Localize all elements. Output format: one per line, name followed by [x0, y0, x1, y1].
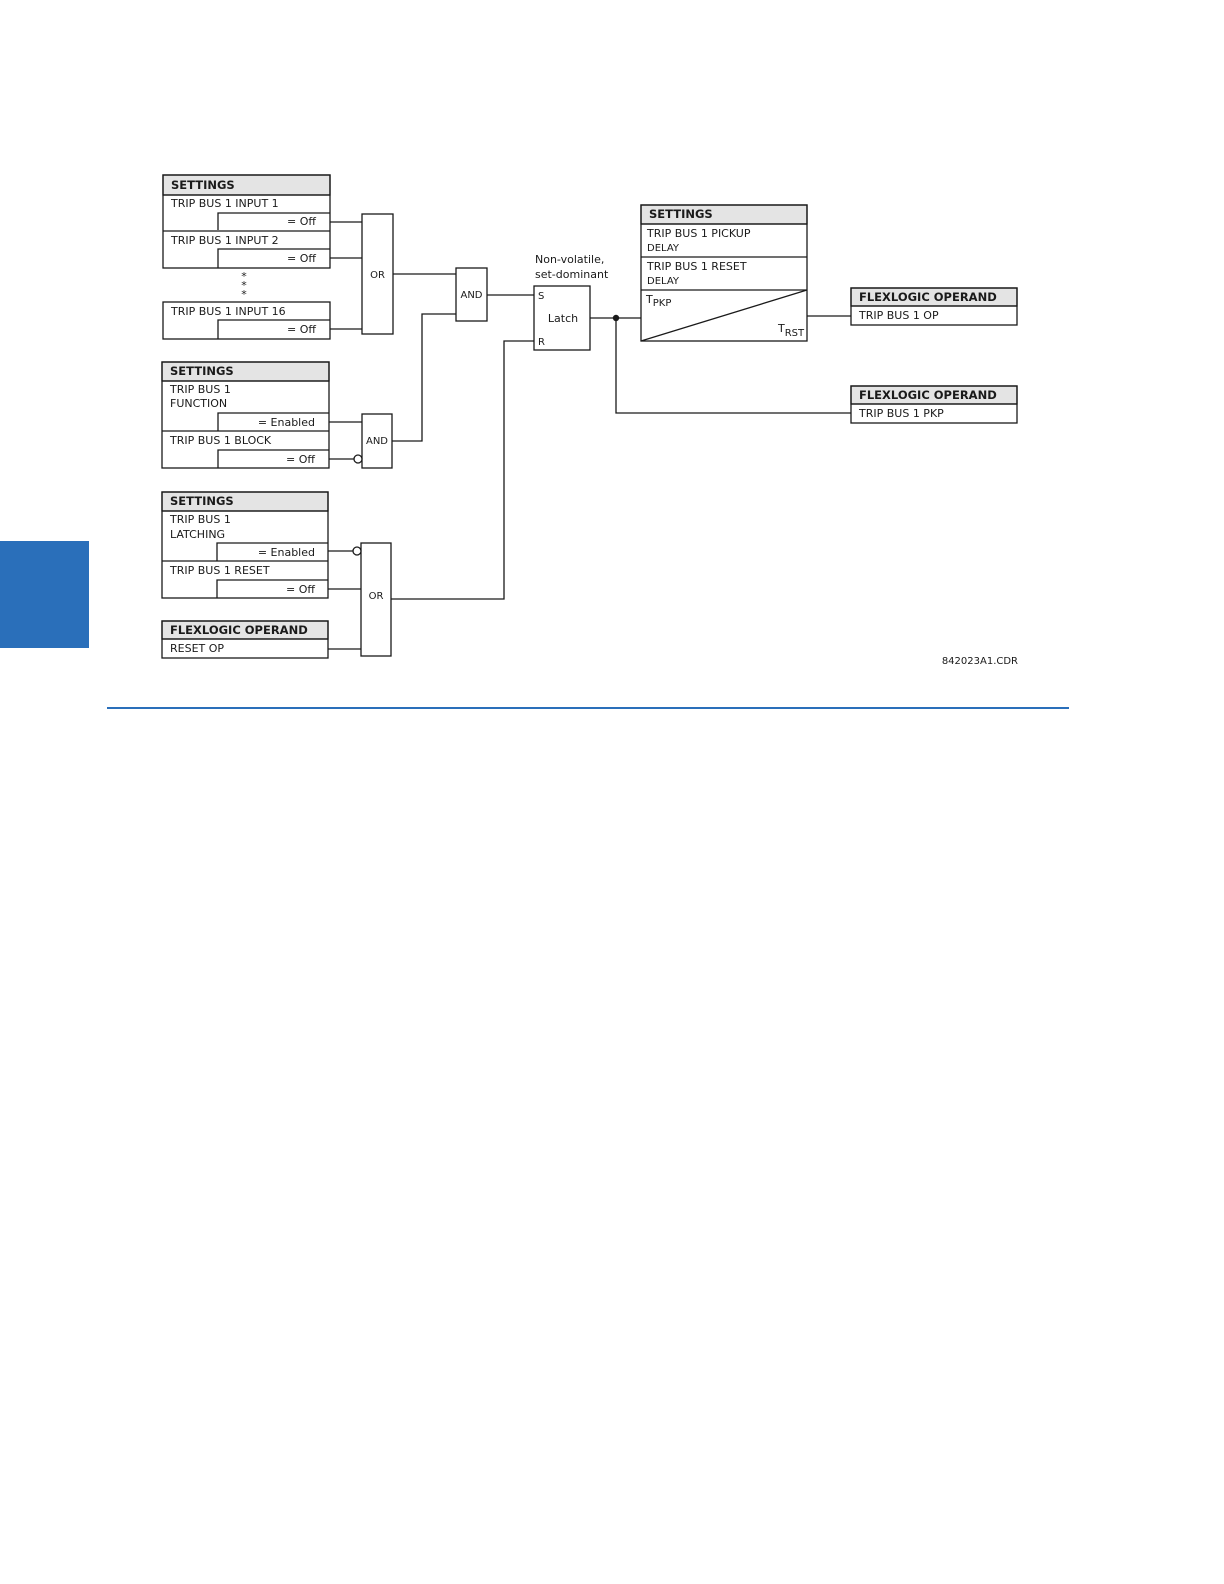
input1-value: = Off [287, 215, 316, 228]
wires [328, 221, 851, 650]
chapter-tab-marker [0, 541, 89, 648]
ellipsis-star-3: * [241, 288, 247, 301]
input16-value: = Off [287, 323, 316, 336]
reset-label: TRIP BUS 1 RESET [169, 564, 270, 577]
input2-label: TRIP BUS 1 INPUT 2 [170, 234, 279, 247]
latch-note-line1: Non-volatile, [535, 253, 604, 266]
reset-operand-label: RESET OP [170, 642, 224, 655]
latch-reset-terminal: R [538, 337, 545, 348]
output-pkp-label: TRIP BUS 1 PKP [858, 407, 944, 420]
ellipsis-star-2: * [241, 279, 247, 292]
reset-operand-block [161, 620, 329, 659]
ellipsis-star-1: * [241, 270, 247, 283]
function-settings-block [161, 361, 330, 469]
trip-bus-logic-diagram: SETTINGS TRIP BUS 1 INPUT 1 = Off TRIP B… [161, 174, 1018, 667]
timer-settings-block [640, 204, 808, 342]
or-gate-reset-label: OR [369, 591, 384, 602]
reset-value: = Off [286, 583, 315, 596]
figure-code: 842023A1.CDR [942, 656, 1018, 667]
output-pkp-block [850, 385, 1018, 424]
function-label-line2: FUNCTION [170, 397, 227, 410]
junction-dot [612, 314, 620, 322]
and-gate-function-label: AND [366, 436, 388, 447]
output-op-header: FLEXLOGIC OPERAND [859, 290, 997, 304]
input16-label: TRIP BUS 1 INPUT 16 [170, 305, 286, 318]
input1-label: TRIP BUS 1 INPUT 1 [170, 197, 279, 210]
output-op-block [850, 287, 1018, 326]
pickup-delay-line2: DELAY [647, 243, 680, 254]
latching-settings-header: SETTINGS [170, 494, 234, 508]
input2-value: = Off [287, 252, 316, 265]
section-divider [107, 707, 1069, 709]
latching-value: = Enabled [258, 546, 315, 559]
block-label: TRIP BUS 1 BLOCK [169, 434, 272, 447]
latching-label-line1: TRIP BUS 1 [169, 513, 231, 526]
tpkp-label: TPKP [645, 293, 671, 309]
inversion-bubble-latching [352, 546, 362, 556]
inputs-settings-block [162, 174, 331, 340]
reset-operand-header: FLEXLOGIC OPERAND [170, 623, 308, 637]
block-value: = Off [286, 453, 315, 466]
reset-delay-line1: TRIP BUS 1 RESET [646, 260, 747, 273]
reset-delay-line2: DELAY [647, 276, 680, 287]
output-op-label: TRIP BUS 1 OP [858, 309, 939, 322]
trst-label: TRST [777, 322, 805, 339]
and-gate-main-label: AND [460, 290, 482, 301]
function-value: = Enabled [258, 416, 315, 429]
latch-label: Latch [548, 312, 578, 325]
latch-note-line2: set-dominant [535, 268, 609, 281]
latching-label-line2: LATCHING [170, 528, 225, 541]
function-label-line1: TRIP BUS 1 [169, 383, 231, 396]
or-gate-inputs-label: OR [370, 270, 385, 281]
output-pkp-header: FLEXLOGIC OPERAND [859, 388, 997, 402]
inversion-bubble-block [353, 454, 363, 464]
function-settings-header: SETTINGS [170, 364, 234, 378]
pickup-delay-line1: TRIP BUS 1 PICKUP [646, 227, 751, 240]
latching-settings-block [161, 491, 329, 599]
inputs-settings-header: SETTINGS [171, 178, 235, 192]
timer-settings-header: SETTINGS [649, 207, 713, 221]
latch-set-terminal: S [538, 291, 544, 302]
